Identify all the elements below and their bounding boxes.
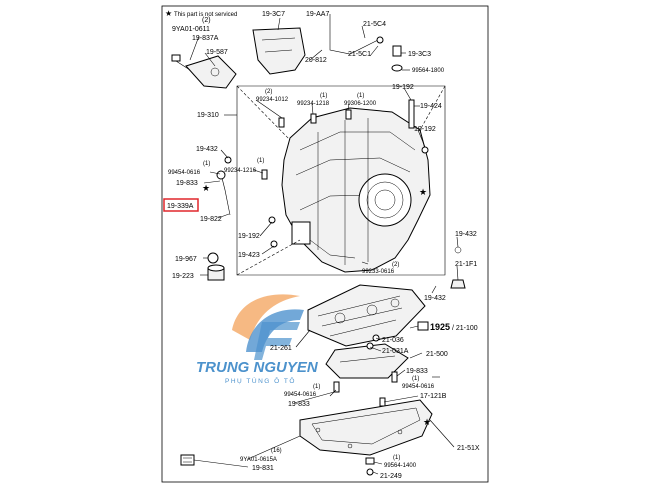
part-label[interactable]: 19-432: [196, 146, 218, 153]
part-label[interactable]: 19-AA7: [306, 11, 329, 18]
part-label[interactable]: 99454-0616: [284, 392, 317, 398]
part-label[interactable]: 19-423: [238, 252, 260, 259]
part-label[interactable]: 21-5C1: [348, 51, 371, 58]
part-label[interactable]: 21-500: [426, 351, 448, 358]
transmission-case: [281, 107, 431, 273]
cover-19-3c7: [252, 27, 306, 75]
part-label[interactable]: 19-833: [406, 368, 428, 375]
watermark-title: TRUNG NGUYEN: [196, 359, 319, 376]
watermark-subtitle: PHỤ TÙNG Ô TÔ: [225, 376, 296, 385]
plugs-19-192: [268, 146, 429, 248]
case-outline-box: [236, 85, 446, 276]
connector-1925: [417, 321, 429, 331]
part-label[interactable]: 99234-1218: [297, 101, 330, 107]
part-label[interactable]: 19-967: [175, 256, 197, 263]
part-label[interactable]: 99306-1200: [344, 101, 377, 107]
part-label[interactable]: (16): [271, 448, 282, 454]
part-label[interactable]: 21-261: [270, 345, 292, 352]
part-label[interactable]: 99234-1216: [224, 168, 257, 174]
part-label[interactable]: 19-587: [206, 49, 228, 56]
logo-letter-f: [254, 322, 300, 360]
part-label[interactable]: 19-223: [172, 273, 194, 280]
leader-lines: [189, 14, 459, 475]
part-label[interactable]: (1): [393, 455, 400, 461]
part-label[interactable]: 19-837A: [192, 35, 219, 42]
part-label[interactable]: 21-5C4: [363, 21, 386, 28]
part-label[interactable]: (1): [257, 158, 264, 164]
star-icon: ★: [419, 187, 427, 197]
bolt-block-icon: [180, 454, 195, 466]
diagram-frame: [161, 5, 489, 483]
star-icon: ★: [423, 417, 431, 427]
part-label[interactable]: 9YA01-0615A: [240, 457, 277, 463]
part-label[interactable]: 19-424: [420, 103, 442, 110]
valve-body: [307, 284, 426, 347]
part-label[interactable]: 20-812: [305, 57, 327, 64]
tube-21-5c4: [329, 20, 384, 55]
highlighted-part-label[interactable]: 19-339A: [167, 203, 194, 210]
logo-swoosh-orange: [232, 294, 300, 340]
drain-plug: [365, 457, 375, 476]
bolt-9ya01-0611: [171, 54, 191, 71]
part-label[interactable]: 19-432: [455, 231, 477, 238]
part-label[interactable]: 21-249: [380, 473, 402, 480]
plug-19-3c3: [391, 45, 403, 72]
highlight-box: [163, 198, 199, 212]
part-label[interactable]: 19-3C3: [408, 51, 431, 58]
not-serviced-stars: ★ ★ ★: [202, 183, 431, 427]
part-label[interactable]: (1): [357, 93, 364, 99]
part-label[interactable]: 19-831: [252, 465, 274, 472]
bracket-19-587: [185, 55, 237, 89]
part-label[interactable]: 19-3C7: [262, 11, 285, 18]
part-label[interactable]: (1): [313, 384, 320, 390]
part-labels: (2) 9YA01-0611 19-837A 19-587 19-3C7 19-…: [163, 11, 480, 480]
part-label[interactable]: 99233-0616: [362, 269, 395, 275]
part-label[interactable]: 9YA01-0611: [172, 26, 210, 33]
part-label[interactable]: 19-822: [200, 216, 222, 223]
part-label[interactable]: 21-031A: [382, 348, 409, 355]
part-label[interactable]: (1): [412, 376, 419, 382]
part-label[interactable]: (2): [202, 17, 211, 24]
watermark-text: TRUNG NGUYEN PHỤ TÙNG Ô TÔ: [196, 359, 319, 385]
part-label[interactable]: 99234-1012: [256, 97, 289, 103]
part-label[interactable]: (1): [320, 93, 327, 99]
part-label[interactable]: 99564-1800: [412, 68, 445, 74]
part-label[interactable]: 21-1F1: [455, 261, 477, 268]
star-icon: ★: [165, 9, 172, 18]
part-label[interactable]: (1): [203, 161, 210, 167]
part-label[interactable]: 19-310: [197, 112, 219, 119]
plug-21-1f1: [450, 246, 466, 289]
part-label[interactable]: 19-192: [414, 126, 436, 133]
oil-filter-21-500: [325, 343, 409, 379]
part-label[interactable]: 19-192: [238, 233, 260, 240]
oil-pan-21-51x: [299, 399, 433, 456]
dipstick-tube: [216, 156, 232, 216]
plug-19-223: [207, 264, 225, 281]
part-label[interactable]: 17-121B: [420, 393, 447, 400]
part-label[interactable]: 99454-0616: [168, 170, 201, 176]
watermark-logo: [232, 294, 304, 360]
part-label[interactable]: 19-192: [392, 84, 414, 91]
part-label[interactable]: 19-432: [424, 295, 446, 302]
part-label[interactable]: 99454-0616: [402, 384, 435, 390]
legend-note: ★ This part is not serviced: [165, 9, 237, 18]
part-label[interactable]: 21-51X: [457, 445, 480, 452]
part-label-bold[interactable]: 1925: [430, 322, 450, 332]
part-label[interactable]: 19-833: [176, 180, 198, 187]
part-label[interactable]: / 21-100: [452, 325, 478, 332]
part-label[interactable]: 99564-1400: [384, 463, 417, 469]
part-label[interactable]: (2): [265, 89, 272, 95]
star-icon: ★: [202, 183, 210, 193]
dowels: [261, 99, 415, 180]
seal-19-967: [207, 252, 219, 264]
part-label[interactable]: (2): [392, 262, 399, 268]
part-label[interactable]: 21-036: [382, 337, 404, 344]
part-label[interactable]: 19-833: [288, 401, 310, 408]
legend-note-text: This part is not serviced: [174, 12, 237, 18]
